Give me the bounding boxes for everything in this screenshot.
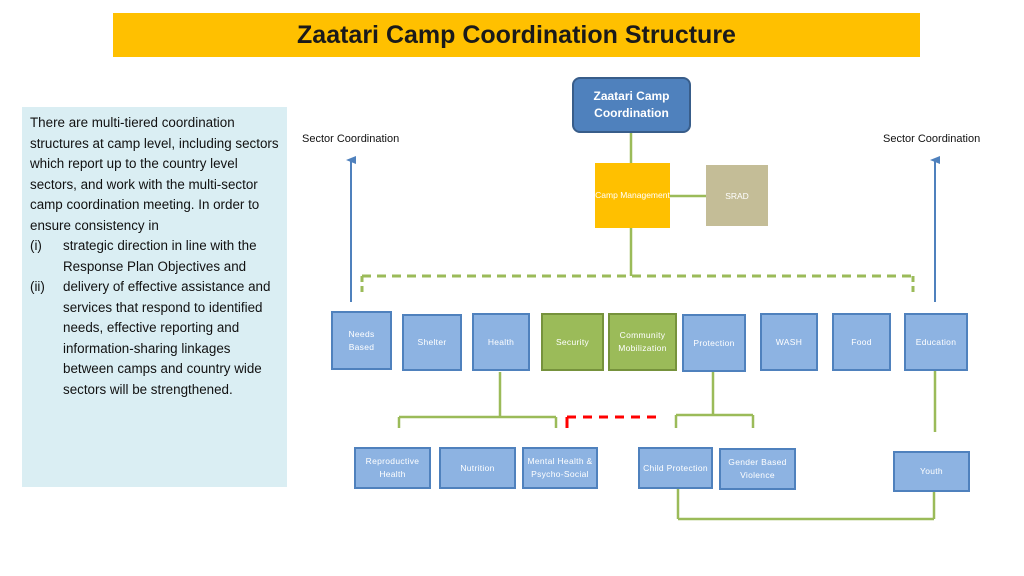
subsector-reproductive-health: Reproductive Health — [354, 447, 431, 489]
info-item: (ii) delivery of effective assistance an… — [30, 277, 279, 400]
subsector-child-protection: Child Protection — [638, 447, 713, 489]
sector-food: Food — [832, 313, 891, 371]
sector-coordination-label-left: Sector Coordination — [302, 133, 400, 145]
subsector-gender-based-violence: Gender Based Violence — [719, 448, 796, 490]
sector-health: Health — [472, 313, 530, 371]
subsector-mental-health: Mental Health & Psycho-Social — [522, 447, 598, 489]
info-item: (i) strategic direction in line with the… — [30, 236, 279, 277]
sector-wash: WASH — [760, 313, 818, 371]
info-item-number: (ii) — [30, 279, 45, 294]
info-item-text: delivery of effective assistance and ser… — [63, 279, 271, 397]
subsector-nutrition: Nutrition — [439, 447, 516, 489]
sector-coordination-label-right: Sector Coordination — [883, 133, 981, 145]
sector-needs-based: Needs Based — [331, 311, 392, 370]
page-title: Zaatari Camp Coordination Structure — [297, 20, 736, 49]
zaatari-camp-coordination-box: Zaatari Camp Coordination — [572, 77, 691, 133]
title-bar: Zaatari Camp Coordination Structure — [113, 13, 920, 57]
sector-shelter: Shelter — [402, 314, 462, 371]
sector-protection: Protection — [682, 314, 746, 372]
info-box: There are multi-tiered coordination stru… — [22, 107, 287, 487]
sector-education: Education — [904, 313, 968, 371]
sector-security: Security — [541, 313, 604, 371]
subsector-youth: Youth — [893, 451, 970, 492]
info-intro: There are multi-tiered coordination stru… — [30, 115, 279, 233]
info-item-text: strategic direction in line with the Res… — [63, 238, 257, 274]
srad-box: SRAD — [706, 165, 768, 226]
sector-community-mobilization: Community Mobilization — [608, 313, 677, 371]
info-item-number: (i) — [30, 238, 42, 253]
camp-management-box: Camp Management — [595, 163, 670, 228]
